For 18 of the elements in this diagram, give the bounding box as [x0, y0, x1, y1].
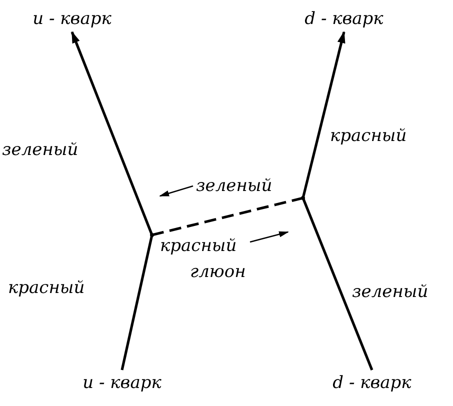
particle-label: u - кварк	[22, 8, 122, 30]
color-label: зеленый	[196, 176, 272, 196]
edge-label: красный	[8, 278, 85, 298]
particle-label: d - кварк	[294, 8, 394, 30]
edge-label: зеленый	[2, 140, 78, 160]
particle-label: u - кварк	[72, 372, 172, 394]
color-label: красный	[160, 236, 237, 256]
vertex-point	[150, 233, 154, 237]
vertex-point	[301, 196, 305, 200]
edge-label: красный	[330, 126, 407, 146]
quark-line	[120, 234, 154, 370]
particle-label: d - кварк	[322, 372, 422, 394]
quark-line	[70, 31, 154, 236]
quark-line	[302, 198, 374, 370]
quark-line	[302, 31, 346, 198]
gluon-line	[152, 196, 304, 236]
edge-label: глюон	[190, 262, 246, 282]
edge-label: зеленый	[352, 282, 428, 302]
